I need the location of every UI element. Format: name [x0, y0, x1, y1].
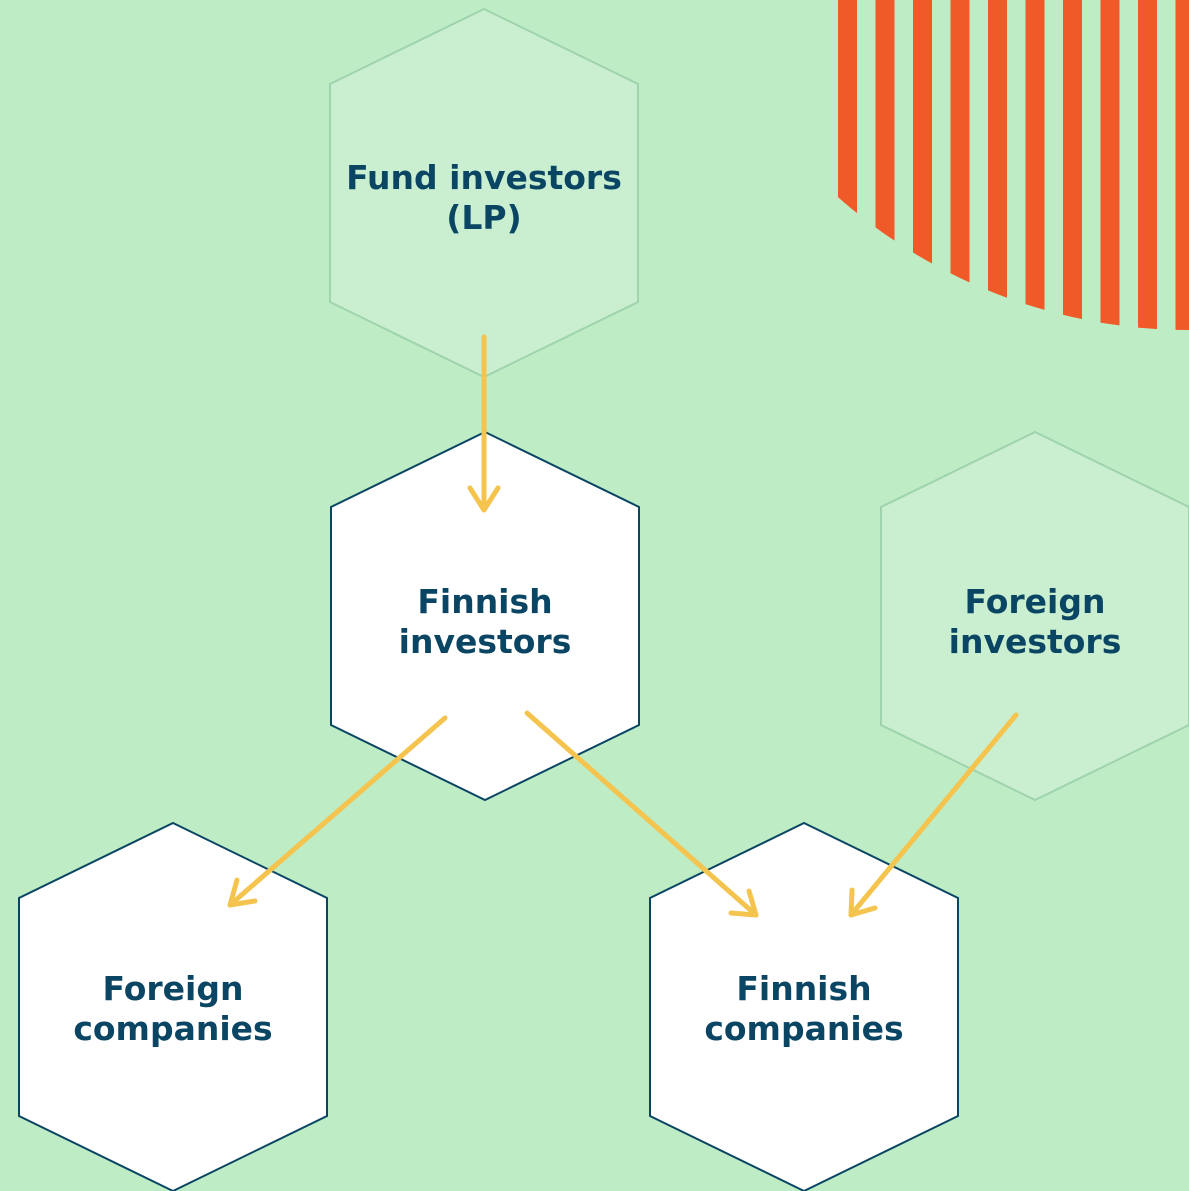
foreign-companies-label-line1: Foreign: [103, 969, 244, 1008]
finnish-companies-label-line2: companies: [704, 1009, 903, 1048]
stripe: [1025, 0, 1045, 330]
finnish-investors-label-line1: Finnish: [417, 582, 552, 621]
stripe: [1138, 0, 1157, 330]
decorative-stripes: [838, 0, 1189, 330]
stripe: [838, 0, 857, 330]
fund-investors-label-line2: (LP): [446, 198, 521, 237]
foreign-investors-label-line2: investors: [949, 622, 1122, 661]
node-foreign-investors: Foreign investors: [880, 430, 1189, 802]
stripe: [875, 0, 895, 330]
hexagon-finnish-investors: [330, 430, 640, 802]
fund-investors-label-line1: Fund investors: [346, 158, 622, 197]
node-finnish-companies: Finnish companies: [649, 821, 959, 1191]
stripe: [1100, 0, 1120, 330]
foreign-investors-label-line1: Foreign: [965, 582, 1106, 621]
hexagon-foreign-investors: [880, 430, 1189, 802]
finnish-investors-label-line2: investors: [399, 622, 572, 661]
arrow-foreign-investors-to-finnish-companies: [848, 712, 1019, 918]
arrow-finnish-investors-to-foreign-companies: [227, 715, 448, 908]
stripe: [988, 0, 1007, 330]
node-foreign-companies: Foreign companies: [18, 821, 328, 1191]
node-fund-investors: Fund investors (LP): [329, 7, 639, 379]
arrows: [227, 334, 1019, 918]
finnish-companies-label-line1: Finnish: [736, 969, 871, 1008]
node-finnish-investors: Finnish investors: [330, 430, 640, 802]
hexagon-finnish-companies: [649, 821, 959, 1191]
stripe: [950, 0, 970, 330]
stripe: [1063, 0, 1082, 330]
foreign-companies-label-line2: companies: [73, 1009, 272, 1048]
hexagon-foreign-companies: [18, 821, 328, 1191]
stripe: [1175, 0, 1189, 330]
arrow-fund-to-finnish-investors: [467, 334, 501, 513]
arrow-finnish-investors-to-finnish-companies: [524, 710, 759, 918]
stripe: [913, 0, 932, 330]
